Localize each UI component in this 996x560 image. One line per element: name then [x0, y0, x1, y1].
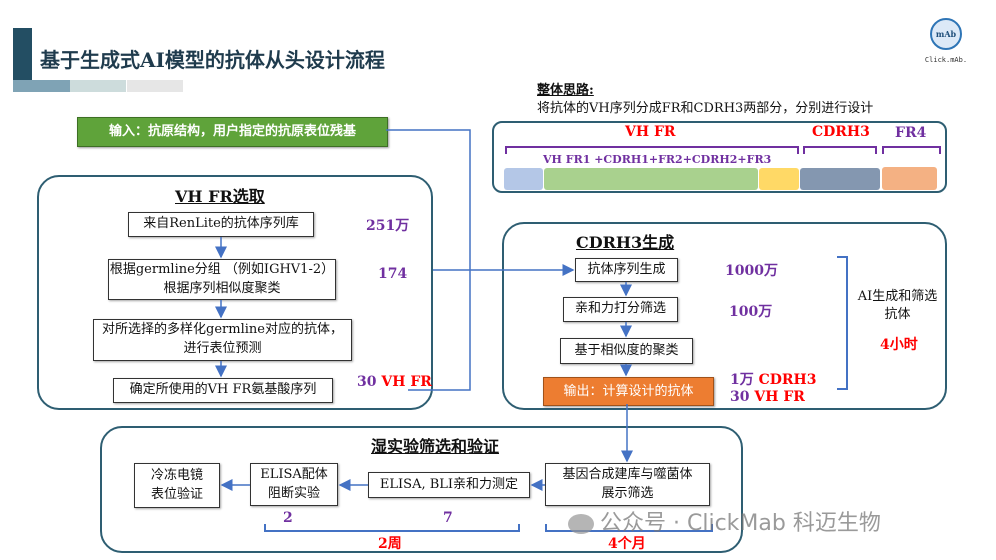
page-title: 基于生成式AI模型的抗体从头设计流程: [40, 48, 385, 72]
cdrh3-out-2-num: 30: [730, 389, 750, 405]
cdrh3-step-1: 抗体序列生成: [575, 258, 678, 282]
logo-badge: mAb: [930, 18, 962, 50]
cdrh3-output-box: 输出：计算设计的抗体: [543, 377, 714, 406]
wetlab-title: 湿实验筛选和验证: [371, 437, 500, 456]
segment-label-vhfr: VH FR: [625, 124, 676, 140]
cdrh3-side-time: 4小时: [880, 337, 918, 353]
title-underline-bar: [127, 80, 183, 92]
vhfr-count-1: 251万: [366, 218, 410, 234]
overview-heading: 整体思路:: [537, 83, 594, 98]
vhfr-step-1: 来自RenLite的抗体序列库: [128, 212, 314, 237]
vhfr-result-num: 30: [357, 374, 377, 390]
wetlab-step-cryoem: 冷冻电镜 表位验证: [134, 463, 220, 508]
vhfr-panel: [37, 175, 433, 410]
vhfr-step-3: 对所选择的多样化germline对应的抗体， 进行表位预测: [93, 319, 352, 361]
wetlab-step-affinity: ELISA, BLI亲和力测定: [368, 472, 530, 498]
cdrh3-title: CDRH3生成: [576, 233, 675, 252]
vhfr-result: 30 VH FR: [357, 374, 432, 390]
vhfr-result-unit: VH FR: [381, 374, 432, 390]
input-box: 输入：抗原结构，用户指定的抗原表位残基: [77, 117, 388, 147]
cdrh3-out-2-unit: VH FR: [754, 389, 805, 405]
cdrh3-panel: [502, 222, 947, 410]
cdrh3-count-2: 100万: [729, 304, 773, 320]
overview-desc: 将抗体的VH序列分成FR和CDRH3两部分，分别进行设计: [537, 101, 874, 116]
cdrh3-side-label: AI生成和筛选 抗体: [857, 289, 938, 323]
segment-bar-cdrh3: [800, 168, 880, 190]
segment-detail: VH FR1 +CDRH1+FR2+CDRH2+FR3: [543, 153, 772, 166]
cdrh3-out-2: 30 VH FR: [730, 389, 805, 405]
title-underline-bar: [70, 80, 126, 92]
bracket-vhfr: [505, 146, 799, 154]
watermark: 公众号 · ClickMab 科迈生物: [568, 505, 881, 537]
vhfr-count-2: 174: [378, 266, 408, 282]
logo-text: Click.mAb.: [924, 56, 968, 64]
cdrh3-out-1: 1万 CDRH3: [730, 369, 817, 389]
cdrh3-step-3: 基于相似度的聚类: [560, 338, 693, 364]
wetlab-time-1: 2周: [378, 536, 402, 552]
bracket-fr4: [882, 146, 941, 154]
logo: mAb Click.mAb.: [920, 18, 972, 70]
segment-bar-fr4: [882, 167, 937, 190]
cdrh3-step-2: 亲和力打分筛选: [563, 297, 678, 322]
wetlab-count-2: 7: [443, 510, 453, 526]
cdrh3-side-bracket: [837, 256, 848, 390]
segment-bar-fr1: [504, 168, 543, 190]
title-accent-block: [13, 28, 32, 80]
wetlab-step-elisa-block: ELISA配体 阻断实验: [250, 463, 338, 506]
wetlab-time-2: 4个月: [608, 536, 646, 552]
segment-panel: [492, 121, 947, 193]
wechat-icon: [568, 514, 594, 534]
bracket-cdrh3: [803, 146, 877, 154]
segment-bar-mid: [544, 168, 758, 190]
wetlab-count-1: 2: [283, 510, 293, 526]
vhfr-step-4: 确定所使用的VH FR氨基酸序列: [113, 378, 333, 403]
segment-bar-fr3: [759, 168, 799, 190]
segment-label-fr4: FR4: [895, 125, 927, 141]
wetlab-bracket-1: [264, 524, 520, 532]
cdrh3-out-1-num: 1万: [730, 372, 754, 388]
wetlab-bracket-2: [545, 524, 713, 532]
wetlab-step-phage: 基因合成建库与噬菌体 展示筛选: [545, 463, 710, 506]
cdrh3-out-1-unit: CDRH3: [758, 372, 817, 388]
connector-input: [386, 129, 471, 391]
watermark-text: 公众号 · ClickMab 科迈生物: [600, 511, 881, 536]
cdrh3-count-1: 1000万: [725, 263, 778, 279]
vhfr-step-2: 根据germline分组 （例如IGHV1-2） 根据序列相似度聚类: [108, 259, 336, 300]
wetlab-panel: [100, 426, 743, 553]
title-underline-bar: [13, 80, 70, 92]
vhfr-title: VH FR选取: [175, 187, 265, 206]
segment-label-cdrh3: CDRH3: [812, 124, 870, 140]
